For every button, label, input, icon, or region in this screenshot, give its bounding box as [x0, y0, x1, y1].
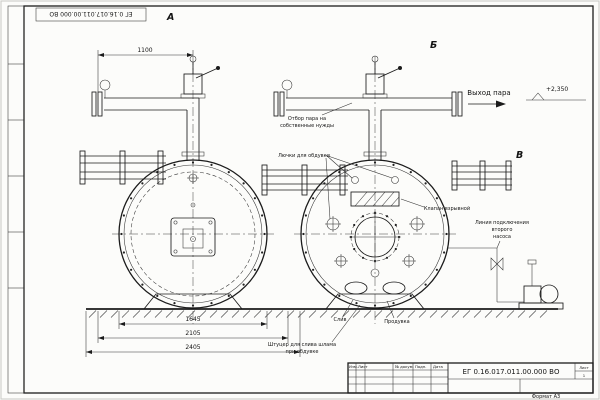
gauge-column-side	[451, 160, 512, 191]
burner-door	[170, 217, 216, 257]
stamp-sheet-value: 1	[583, 373, 586, 378]
stamp-header-date: Дата	[433, 364, 443, 369]
view-label-b: Б	[430, 40, 437, 51]
callout-sludge-line2: при обдувке	[286, 349, 319, 355]
stamp-header-izm: Изм.	[349, 364, 358, 369]
callout-pump-line3: насоса	[493, 234, 511, 240]
front-top-nozzle	[187, 172, 199, 208]
dim-shell-diameter: 1645	[185, 316, 200, 323]
dimensions: 1100 1645 2105 2405	[85, 47, 301, 357]
manhole	[349, 211, 401, 263]
ground-hatch	[88, 310, 548, 318]
drawing-number: ЕГ 0.16.017.011.00.000 ВО	[463, 368, 560, 376]
gauge-column-left	[79, 150, 166, 185]
stamp-header-doc: № докум.	[395, 364, 414, 369]
title-block: ЕГ 0.16.017.011.00.000 ВО Изм. Лист № до…	[347, 362, 594, 394]
dim-width-inner: 2105	[185, 330, 200, 337]
safety-valve-left	[180, 55, 220, 99]
gauge-column-middle	[261, 164, 348, 196]
view-label-v: В	[516, 150, 523, 161]
explosion-valve	[350, 191, 400, 207]
back-flange-bolts	[302, 161, 448, 307]
shutoff-valve-handwheel-right	[281, 79, 293, 98]
callout-explosion-valve: Клапан взрывной	[424, 205, 470, 212]
callout-drain: Слив	[334, 317, 347, 323]
callout-pump-line1: Линия подключения	[475, 220, 529, 226]
steam-outlet-callout: Выход пара	[467, 89, 511, 108]
safety-valve-assembly-right	[273, 55, 463, 161]
callout-own-needs-line2: собственные нужды	[280, 123, 334, 129]
callout-blow-hatches: Лючки для обдувки	[278, 153, 330, 159]
callout-own-needs-line1: Отбор пара на	[288, 116, 326, 122]
drawing-frame	[7, 5, 594, 394]
second-pump-line	[448, 247, 524, 303]
safety-valve-right	[362, 55, 402, 99]
steam-outlet-label: Выход пара	[467, 89, 510, 97]
callout-blowdown: Продувка	[384, 319, 409, 325]
stamp-sheet-label: Лист	[579, 365, 589, 370]
inverted-number-stamp: ЕГ 0.16.017.011.00.000 ВО	[35, 7, 147, 22]
callouts: Отбор пара на собственные нужды Лючки дл…	[268, 102, 529, 355]
callout-sludge-line1: Штуцер для слива шлама	[268, 342, 336, 348]
blow-hatch-nozzles	[325, 176, 425, 278]
safety-valve-assembly-left	[91, 55, 220, 161]
dim-top-width: 1100	[137, 47, 152, 54]
drawing-number-inverted: ЕГ 0.16.017.011.00.000 ВО	[49, 10, 132, 17]
boiler-back-view	[300, 159, 450, 310]
stamp-header-podp: Подп.	[415, 364, 427, 369]
callout-pump-line2: второго	[492, 227, 513, 233]
dim-width-outer: 2405	[185, 344, 200, 351]
steam-direction-arrow	[496, 100, 506, 108]
format-label: Формат А3	[532, 394, 560, 400]
stamp-header-list: Лист	[358, 364, 368, 369]
elevation-value: +2,350	[546, 86, 568, 93]
elevation-mark: +2,350	[526, 86, 586, 101]
view-label-a: А	[166, 12, 174, 23]
shutoff-valve-handwheel	[99, 79, 111, 98]
